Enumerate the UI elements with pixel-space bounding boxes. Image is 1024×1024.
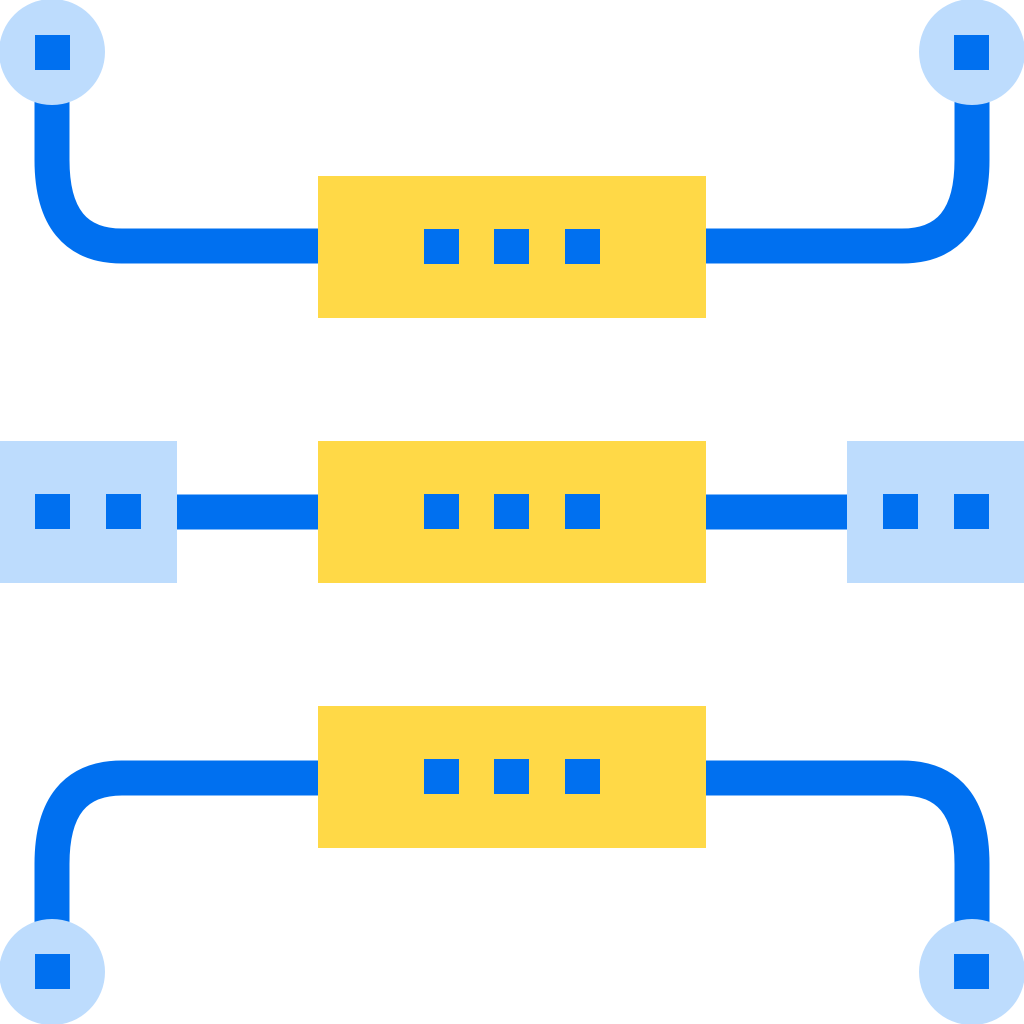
module-dot <box>565 494 600 529</box>
wire-top-left <box>34 60 330 264</box>
module-dot <box>565 229 600 264</box>
module-dot <box>494 229 529 264</box>
module-dot <box>424 494 459 529</box>
module-dot <box>494 494 529 529</box>
block-dot <box>35 494 70 529</box>
module-dot <box>494 759 529 794</box>
block-dot <box>954 494 989 529</box>
module-dot <box>565 759 600 794</box>
module-dot <box>424 759 459 794</box>
block-dot <box>106 494 141 529</box>
block-dot <box>883 494 918 529</box>
terminal-block-left <box>0 441 177 583</box>
terminal-block-right <box>847 441 1024 583</box>
module-dot <box>424 229 459 264</box>
wire-bottom-left <box>34 760 330 964</box>
wire-top-right <box>694 60 990 264</box>
terminal-dot <box>35 35 70 70</box>
wire-bottom-right <box>694 760 990 964</box>
terminal-dot <box>954 954 989 989</box>
terminal-dot <box>954 35 989 70</box>
terminal-dot <box>35 954 70 989</box>
